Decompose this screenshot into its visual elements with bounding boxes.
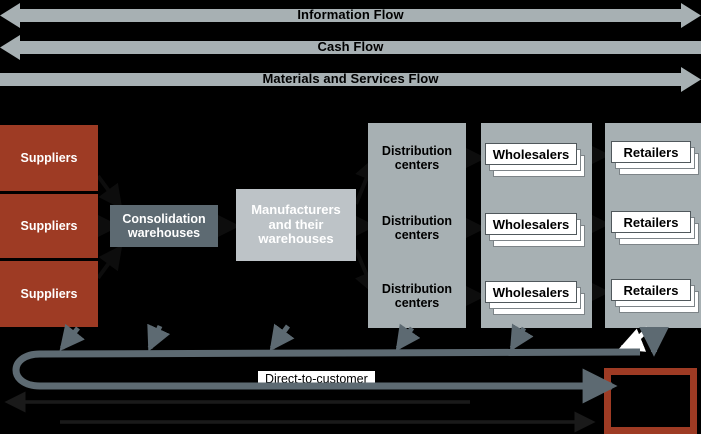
consolidation-warehouses-line1: Consolidation [122,212,206,226]
materials-and-services-flow-label: Materials and Services Flow [262,71,439,86]
wholesaler-label-2: Wholesalers [492,216,570,232]
materials-and-services-flow-arrow [0,66,701,93]
distribution-center-2-line2: centers [394,228,440,242]
wholesaler-stack-3[interactable]: Wholesalers [485,281,585,315]
retailer-card-front-3[interactable]: Retailers [611,279,691,301]
cash-flow-label: Cash Flow [317,39,384,54]
information-flow-label: Information Flow [297,7,404,22]
supplier-box-2[interactable]: Suppliers [0,193,98,259]
distribution-center-2-line1: Distribution [381,213,453,228]
retailer-stack-3[interactable]: Retailers [611,279,699,313]
wholesaler-card-front-3[interactable]: Wholesalers [485,281,577,303]
distribution-center-3-line2: centers [394,296,440,310]
distribution-center-1-line1: Distribution [381,143,453,158]
wholesaler-label-3: Wholesalers [492,284,570,300]
wholesaler-stack-1[interactable]: Wholesalers [485,143,585,177]
retailer-card-front-1[interactable]: Retailers [611,141,691,163]
distribution-center-3-line1: Distribution [381,281,453,296]
wholesaler-label-1: Wholesalers [492,146,570,162]
retailer-label-3: Retailers [623,282,679,298]
manufacturers-line2: and their [268,216,324,232]
manufacturers-line3: warehouses [258,231,334,247]
retailer-label-1: Retailers [623,144,679,160]
wholesaler-stack-2[interactable]: Wholesalers [485,213,585,247]
supplier-box-3[interactable]: Suppliers [0,260,98,328]
direct-to-customer-label: Direct-to-customer [258,371,375,389]
supplier-label-3: Suppliers [20,287,78,301]
information-flow-arrow [0,2,701,29]
supplier-label-1: Suppliers [20,151,78,165]
supplier-label-2: Suppliers [20,219,78,233]
distribution-center-2[interactable]: Distribution centers [368,203,466,253]
cash-flow-arrow [0,34,701,61]
distribution-center-3[interactable]: Distribution centers [368,271,466,321]
supplier-box-1[interactable]: Suppliers [0,124,98,192]
retailer-stack-2[interactable]: Retailers [611,211,699,245]
wholesaler-card-front-1[interactable]: Wholesalers [485,143,577,165]
manufacturers-box[interactable]: Manufacturers and their warehouses [236,189,356,261]
distribution-center-1-line2: centers [394,158,440,172]
consolidation-warehouses-box[interactable]: Consolidation warehouses [110,205,218,247]
distribution-center-1[interactable]: Distribution centers [368,133,466,183]
wholesaler-card-front-2[interactable]: Wholesalers [485,213,577,235]
retailer-stack-1[interactable]: Retailers [611,141,699,175]
distribution-centers-panel [368,123,466,328]
consolidation-warehouses-label: Consolidation warehouses [122,212,205,240]
manufacturers-label: Manufacturers and their warehouses [251,202,341,247]
retailer-label-2: Retailers [623,214,679,230]
consolidation-warehouses-line2: warehouses [127,226,201,240]
customers-box[interactable] [604,368,697,434]
retailer-card-front-2[interactable]: Retailers [611,211,691,233]
manufacturers-line1: Manufacturers [251,202,341,218]
